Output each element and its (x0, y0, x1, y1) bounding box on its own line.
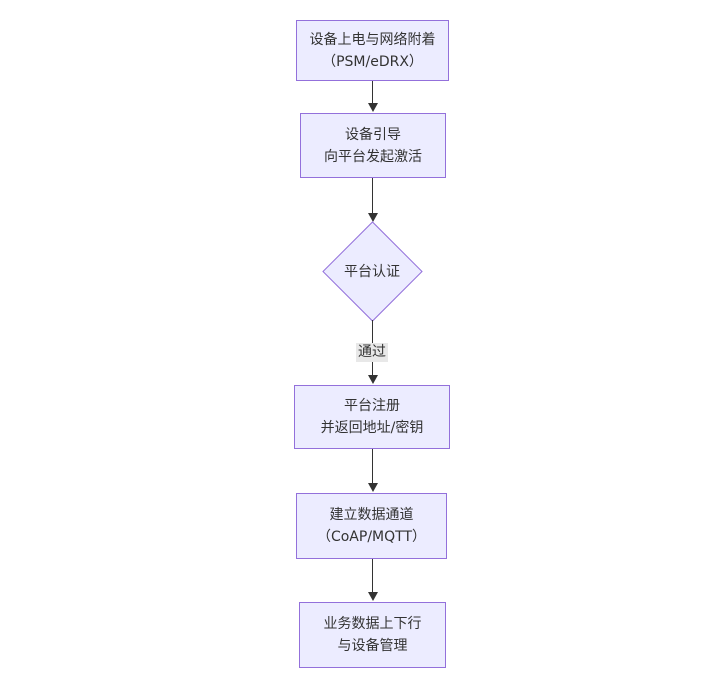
node-text-line: 设备上电与网络附着 (309, 31, 436, 48)
decision-platform-auth-label: 平台认证 (344, 264, 400, 280)
node-text-line: （PSM/eDRX） (322, 53, 423, 70)
node-business-data-device-mgmt: 业务数据上下行 与设备管理 (299, 602, 446, 668)
edge-label-pass: 通过 (356, 343, 388, 362)
arrowhead-icon (367, 483, 378, 492)
edge-line-d-e (372, 449, 373, 485)
arrowhead-icon (367, 103, 378, 112)
node-text-line: 建立数据通道 (329, 507, 414, 523)
node-text-line: 业务数据上下行 (323, 616, 422, 632)
node-text-line: 并返回地址/密钥 (320, 420, 424, 436)
edge-line-a-b (372, 81, 373, 105)
arrowhead-icon (367, 213, 378, 222)
node-device-bootstrap: 设备引导 向平台发起激活 (300, 113, 446, 178)
node-text-line: 向平台发起激活 (324, 148, 422, 165)
node-text-line: 设备引导 (345, 126, 401, 143)
edge-line-b-c (372, 178, 373, 216)
node-data-channel: 建立数据通道 （CoAP/MQTT） (296, 493, 447, 559)
node-power-on-network-attach: 设备上电与网络附着 （PSM/eDRX） (296, 20, 449, 81)
edge-line-e-f (372, 559, 373, 594)
arrowhead-icon (367, 592, 378, 601)
arrowhead-icon (367, 375, 378, 384)
node-text-line: 平台注册 (344, 398, 400, 414)
node-text-line: （CoAP/MQTT） (316, 529, 427, 545)
node-text-line: 与设备管理 (337, 638, 408, 654)
node-platform-register: 平台注册 并返回地址/密钥 (294, 385, 450, 449)
